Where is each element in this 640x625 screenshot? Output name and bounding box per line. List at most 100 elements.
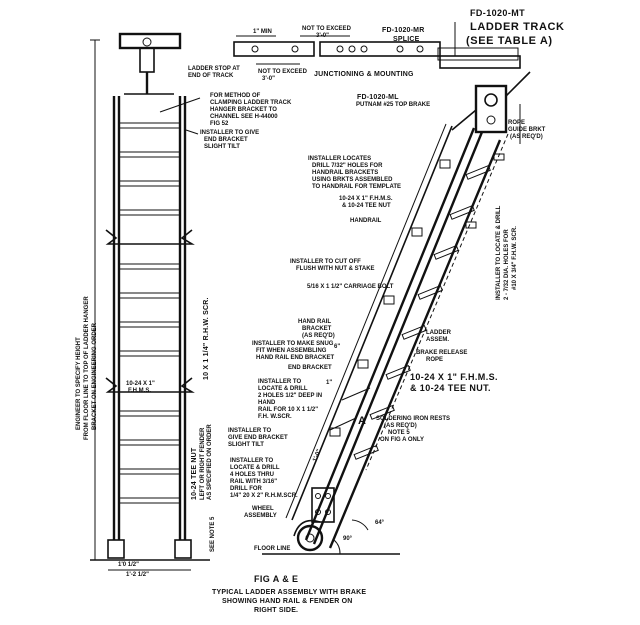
handrail-label: HANDRAIL <box>350 218 382 224</box>
title-line-2: (SEE TABLE A) <box>466 35 553 47</box>
four-holes-6: 1/4" 20 X 2" R.H.M.SCR. <box>230 493 298 499</box>
right-note-3: #10 X 3/4" F.H.W. SCR. <box>512 226 518 290</box>
soldering-1: SOLDERING IRON RESTS <box>376 416 450 422</box>
top-dim-min: 1" MIN <box>253 29 272 35</box>
angle-64: 64° <box>375 520 385 526</box>
front-ladder-view <box>90 32 210 571</box>
wheel-label-1: WHEEL <box>252 506 274 512</box>
snug-note-1: INSTALLER TO MAKE SNUG <box>252 341 334 347</box>
give-tilt-side-1: INSTALLER TO <box>228 428 271 434</box>
clamping-note-5: FIG 52 <box>210 121 229 127</box>
splice-part: FD-1020-MR <box>382 27 424 34</box>
cutoff-note-1: INSTALLER TO CUT OFF <box>290 259 361 265</box>
fhms-note-2: & 10-24 TEE NUT <box>342 203 391 209</box>
hand-bracket-3: (AS REQ'D) <box>302 333 335 339</box>
right-note-2: 2 - 7/32 DIA. HOLES FOR <box>504 229 510 300</box>
bottom-dim-2: 1'0 1/2" <box>118 562 139 568</box>
clamping-note-2: CLAMPING LADDER TRACK <box>210 100 292 106</box>
ladder-assem-2: ASSEM. <box>426 337 449 343</box>
locate-drill-5: RAIL FOR 10 X 1 1/2" <box>258 407 318 413</box>
junction-label: JUNCTIONING & MOUNTING <box>314 71 414 78</box>
section-mark-a: A <box>358 415 367 427</box>
four-holes-2: LOCATE & DRILL <box>230 465 280 471</box>
wheel-label-2: ASSEMBLY <box>244 513 277 519</box>
caption-line-2: SHOWING HAND RAIL & FENDER ON <box>222 598 353 605</box>
soldering-4: ON FIG A ONLY <box>380 437 424 443</box>
dim-one: 1" <box>326 380 332 386</box>
locate-drill-6: F.H. W.SCR. <box>258 414 292 420</box>
fhms-big-2: & 10-24 TEE NUT. <box>410 383 491 393</box>
figure-caption: FIG A & E TYPICAL LADDER ASSEMBLY WITH B… <box>212 574 366 614</box>
handrail-brackets <box>329 159 451 437</box>
fender-note-2: AS SPECIFIED ON ORDER <box>207 424 213 500</box>
snug-note-2: FIT WHEN ASSEMBLING <box>256 348 327 354</box>
front-rungs <box>118 122 181 504</box>
engineer-note-2: FROM FLOOR LINE TO TOP OF LADDER HANGER <box>84 296 90 440</box>
brake-desc: PUTNAM #25 TOP BRAKE <box>356 102 430 108</box>
rope-label-3: (AS REQ'D) <box>510 134 543 140</box>
caption-line-3: RIGHT SIDE. <box>254 607 298 614</box>
see-note-label: SEE NOTE 5 <box>210 516 216 552</box>
rhw-screw-label: 10 X 1 1/4" R.H.W. SCR. <box>203 297 210 380</box>
caption-line-1: TYPICAL LADDER ASSEMBLY WITH BRAKE <box>212 589 366 596</box>
locates-note-2: DRILL 7/32" HOLES FOR <box>312 163 383 169</box>
locates-note-3: HANDRAIL BRACKETS <box>312 170 378 176</box>
locate-drill-1: INSTALLER TO <box>258 379 301 385</box>
hand-bracket-2: BRACKET <box>302 326 332 332</box>
floor-line-label: FLOOR LINE <box>254 546 290 552</box>
title-part-number: FD-1020-MT <box>470 8 525 18</box>
ladder-stop-note: LADDER STOP AT <box>188 66 240 72</box>
left-fhms-1: 10-24 X 1" <box>126 381 155 387</box>
clamping-note-3: HANGER BRACKET TO <box>210 107 277 113</box>
four-holes-5: DRILL FOR <box>230 486 263 492</box>
clamping-note-4: CHANNEL SEE H-44000 <box>210 114 278 120</box>
give-tilt-side-3: SLIGHT TILT <box>228 442 264 448</box>
fhms-big-1: 10-24 X 1" F.H.M.S. <box>410 372 498 382</box>
locate-drill-2: LOCATE & DRILL <box>258 386 308 392</box>
caption-fig: FIG A & E <box>254 574 298 584</box>
give-tilt-note-1: INSTALLER TO GIVE <box>200 130 259 136</box>
locate-drill-4: HAND <box>258 400 276 406</box>
give-tilt-note-2: END BRACKET <box>204 137 248 143</box>
locates-note-4: USING BRKTS ASSEMBLED <box>312 177 393 183</box>
locates-note-1: INSTALLER LOCATES <box>308 156 371 162</box>
snug-note-3: HAND RAIL END BRACKET <box>256 355 335 361</box>
tee-nut-label: 10-24 TEE NUT <box>191 447 198 500</box>
four-holes-4: RAIL WITH 3/16" <box>230 479 277 485</box>
hand-bracket-1: HAND RAIL <box>298 319 331 325</box>
title-block: FD-1020-MT LADDER TRACK (SEE TABLE A) <box>454 8 565 56</box>
dim-ten: 1'-0" <box>312 448 322 462</box>
carriage-bolt-label: 5/16 X 1 1/2" CARRIAGE BOLT <box>307 284 394 290</box>
title-line-1: LADDER TRACK <box>470 21 565 33</box>
locates-note-5: TO HANDRAIL FOR TEMPLATE <box>312 184 401 190</box>
side-view-labels: FD-1020-ML PUTNAM #25 TOP BRAKE INSTALLE… <box>228 94 546 552</box>
give-tilt-side-2: GIVE END BRACKET <box>228 435 288 441</box>
right-note-1: INSTALLER TO LOCATE & DRILL <box>496 205 502 300</box>
soldering-3: NOTE 5 <box>388 430 410 436</box>
locate-drill-3: 2 HOLES 1/2" DEEP IN <box>258 393 322 399</box>
splice-label: SPLICE <box>393 36 420 43</box>
rope-label-1: ROPE <box>508 120 525 126</box>
not-exceed-bottom: NOT TO EXCEED <box>258 69 308 75</box>
not-exceed-top-val: 3'-0" <box>316 33 329 39</box>
ladder-stop-note-2: END OF TRACK <box>188 73 234 79</box>
give-tilt-note-3: SLIGHT TILT <box>204 144 240 150</box>
side-ladder-view <box>262 55 531 555</box>
brake-part: FD-1020-ML <box>357 94 399 101</box>
engineer-note-3: BRACKET ON ENGINEERING ORDER <box>92 322 98 430</box>
top-detail-track: 1" MIN NOT TO EXCEED 3'-0" FD-1020-MR SP… <box>188 26 519 82</box>
cutoff-note-2: FLUSH WITH NUT & STAKE <box>296 266 375 272</box>
brake-release-1: BRAKE RELEASE <box>416 350 467 356</box>
bottom-dim-1: 1'-2 1/2" <box>126 572 149 578</box>
four-holes-3: 4 HOLES THRU <box>230 472 274 478</box>
side-rungs <box>353 164 491 460</box>
fhms-note-1: 10-24 X 1" F.H.M.S. <box>339 196 393 202</box>
left-fhms-2: F.H.M.S. <box>128 388 151 394</box>
fender-note-1: LEFT OR RIGHT FENDER <box>200 427 206 500</box>
soldering-2: (AS REQ'D) <box>384 423 417 429</box>
dim-six: 6" <box>334 344 340 350</box>
clamping-note-1: FOR METHOD OF <box>210 93 261 99</box>
not-exceed-top: NOT TO EXCEED <box>302 26 352 32</box>
rope-label-2: GUIDE BRKT <box>508 127 546 133</box>
